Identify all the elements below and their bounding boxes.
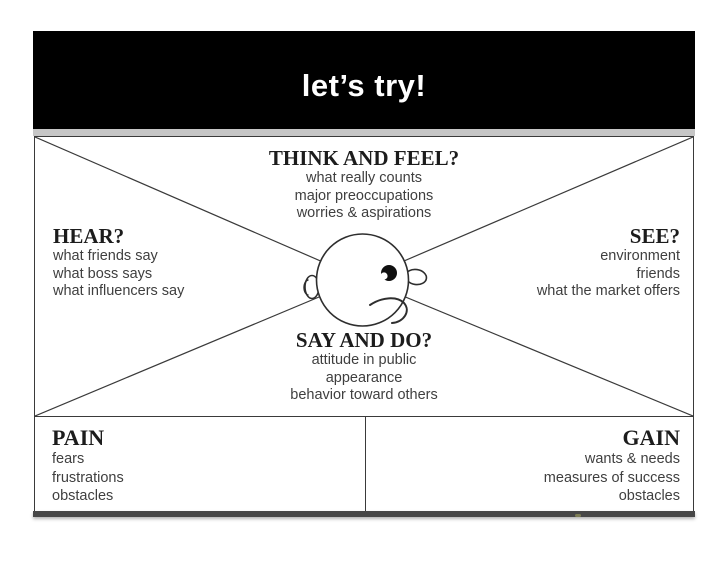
- say-and-do-item: appearance: [325, 369, 403, 386]
- quadrant-diagonal-lines: [35, 137, 693, 416]
- gain-item: measures of success: [543, 469, 680, 486]
- see-item: friends: [636, 265, 680, 282]
- section-see: SEE? environment friends what the market…: [537, 224, 680, 301]
- section-gain: GAIN wants & needs measures of success o…: [366, 417, 693, 511]
- pain-item: frustrations: [52, 469, 124, 486]
- hear-item: what friends say: [53, 248, 158, 264]
- hear-item: what influencers say: [53, 283, 185, 299]
- map-bottom-border-bar: [33, 511, 695, 517]
- gain-item: wants & needs: [584, 451, 680, 467]
- slide-title: let’s try!: [301, 68, 427, 103]
- empathy-map-upper-panel: THINK AND FEEL? what really counts major…: [34, 136, 694, 417]
- gain-title: GAIN: [622, 425, 680, 450]
- section-say-and-do: SAY AND DO? attitude in public appearanc…: [35, 328, 693, 405]
- face-head: [315, 233, 410, 327]
- pain-item: fears: [52, 451, 85, 467]
- artifact-dot: [575, 514, 581, 517]
- say-and-do-title: SAY AND DO?: [295, 328, 433, 352]
- persona-face: [303, 233, 428, 327]
- hear-item: what boss says: [53, 265, 153, 282]
- see-title: SEE?: [629, 224, 680, 248]
- section-hear: HEAR? what friends say what boss says wh…: [53, 224, 184, 301]
- see-item: environment: [600, 248, 680, 264]
- gain-item: obstacles: [618, 488, 680, 504]
- section-pain: PAIN fears frustrations obstacles: [35, 417, 366, 511]
- hear-title: HEAR?: [53, 224, 125, 248]
- pain-item: obstacles: [52, 488, 114, 504]
- face-eye-highlight: [380, 272, 388, 280]
- empathy-map-figure: [35, 137, 693, 416]
- empathy-map-lower-panel: PAIN fears frustrations obstacles GAIN w…: [34, 417, 694, 511]
- say-and-do-item: attitude in public: [311, 352, 417, 368]
- pain-title: PAIN: [52, 425, 105, 450]
- banner-shadow-strip: [33, 129, 695, 136]
- section-think-and-feel: THINK AND FEEL? what really counts major…: [35, 146, 693, 223]
- face-mouth: [369, 297, 408, 324]
- think-and-feel-item: major preoccupations: [294, 187, 434, 204]
- think-and-feel-item: what really counts: [305, 170, 423, 186]
- face-ear-inner-line: [303, 279, 309, 296]
- think-and-feel-item: worries & aspirations: [296, 205, 432, 221]
- think-and-feel-title: THINK AND FEEL?: [268, 146, 460, 170]
- see-item: what the market offers: [536, 283, 680, 299]
- slide-title-banner: let’s try!: [33, 31, 695, 129]
- say-and-do-item: behavior toward others: [290, 387, 438, 403]
